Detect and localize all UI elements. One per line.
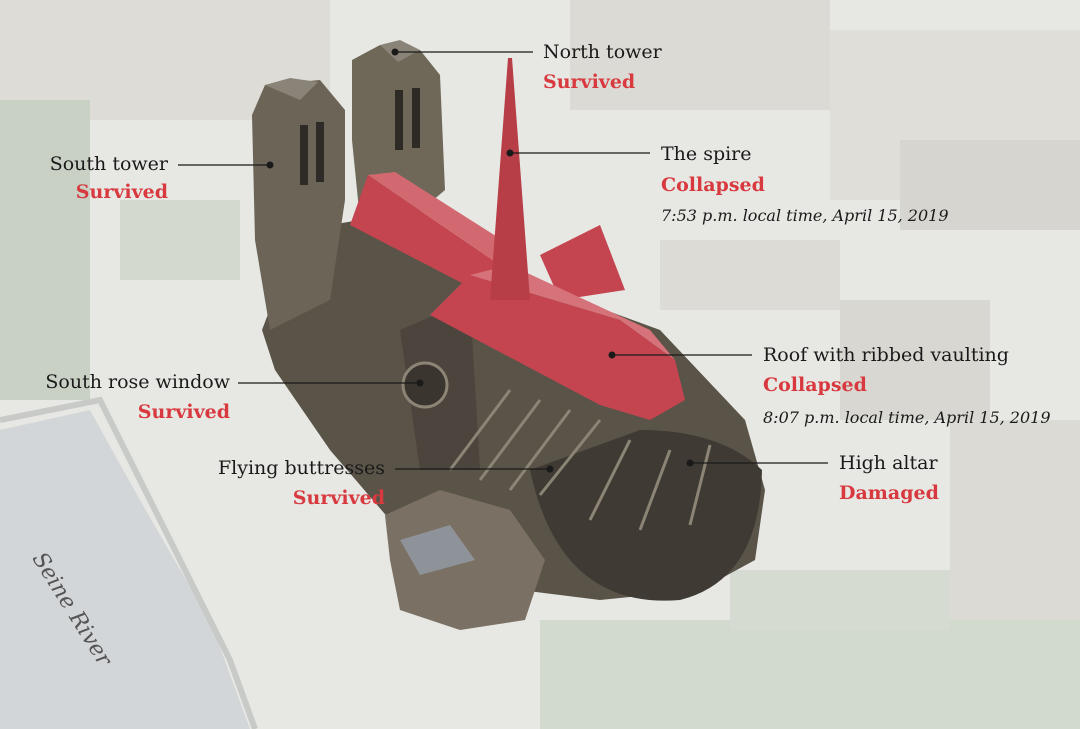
- spire-label: The spire: [661, 143, 752, 165]
- high-altar-status: Damaged: [839, 482, 939, 504]
- spire-collapse-time: 7:53 p.m. local time, April 15, 2019: [661, 206, 949, 225]
- roof-status: Collapsed: [763, 374, 867, 396]
- south-tower-label: South tower: [49, 153, 168, 175]
- north-tower-label: North tower: [543, 41, 662, 63]
- spire: [490, 58, 530, 300]
- north-tower-status: Survived: [543, 71, 636, 93]
- roof-collapse-time: 8:07 p.m. local time, April 15, 2019: [763, 408, 1051, 427]
- collapsed-roof: [350, 172, 685, 420]
- south-tower-status: Survived: [75, 181, 168, 203]
- seine-river: [0, 410, 250, 729]
- rose-window-status: Survived: [137, 401, 230, 423]
- buttresses-label: Flying buttresses: [217, 457, 385, 479]
- leader-dots: [266, 48, 694, 473]
- roof-label: Roof with ribbed vaulting: [763, 344, 1009, 366]
- buttresses-status: Survived: [292, 487, 385, 509]
- spire-status: Collapsed: [661, 174, 765, 196]
- high-altar-label: High altar: [839, 452, 938, 474]
- rose-window-label: South rose window: [45, 371, 230, 393]
- leader-lines: [178, 51, 828, 470]
- river-bank: [0, 396, 258, 729]
